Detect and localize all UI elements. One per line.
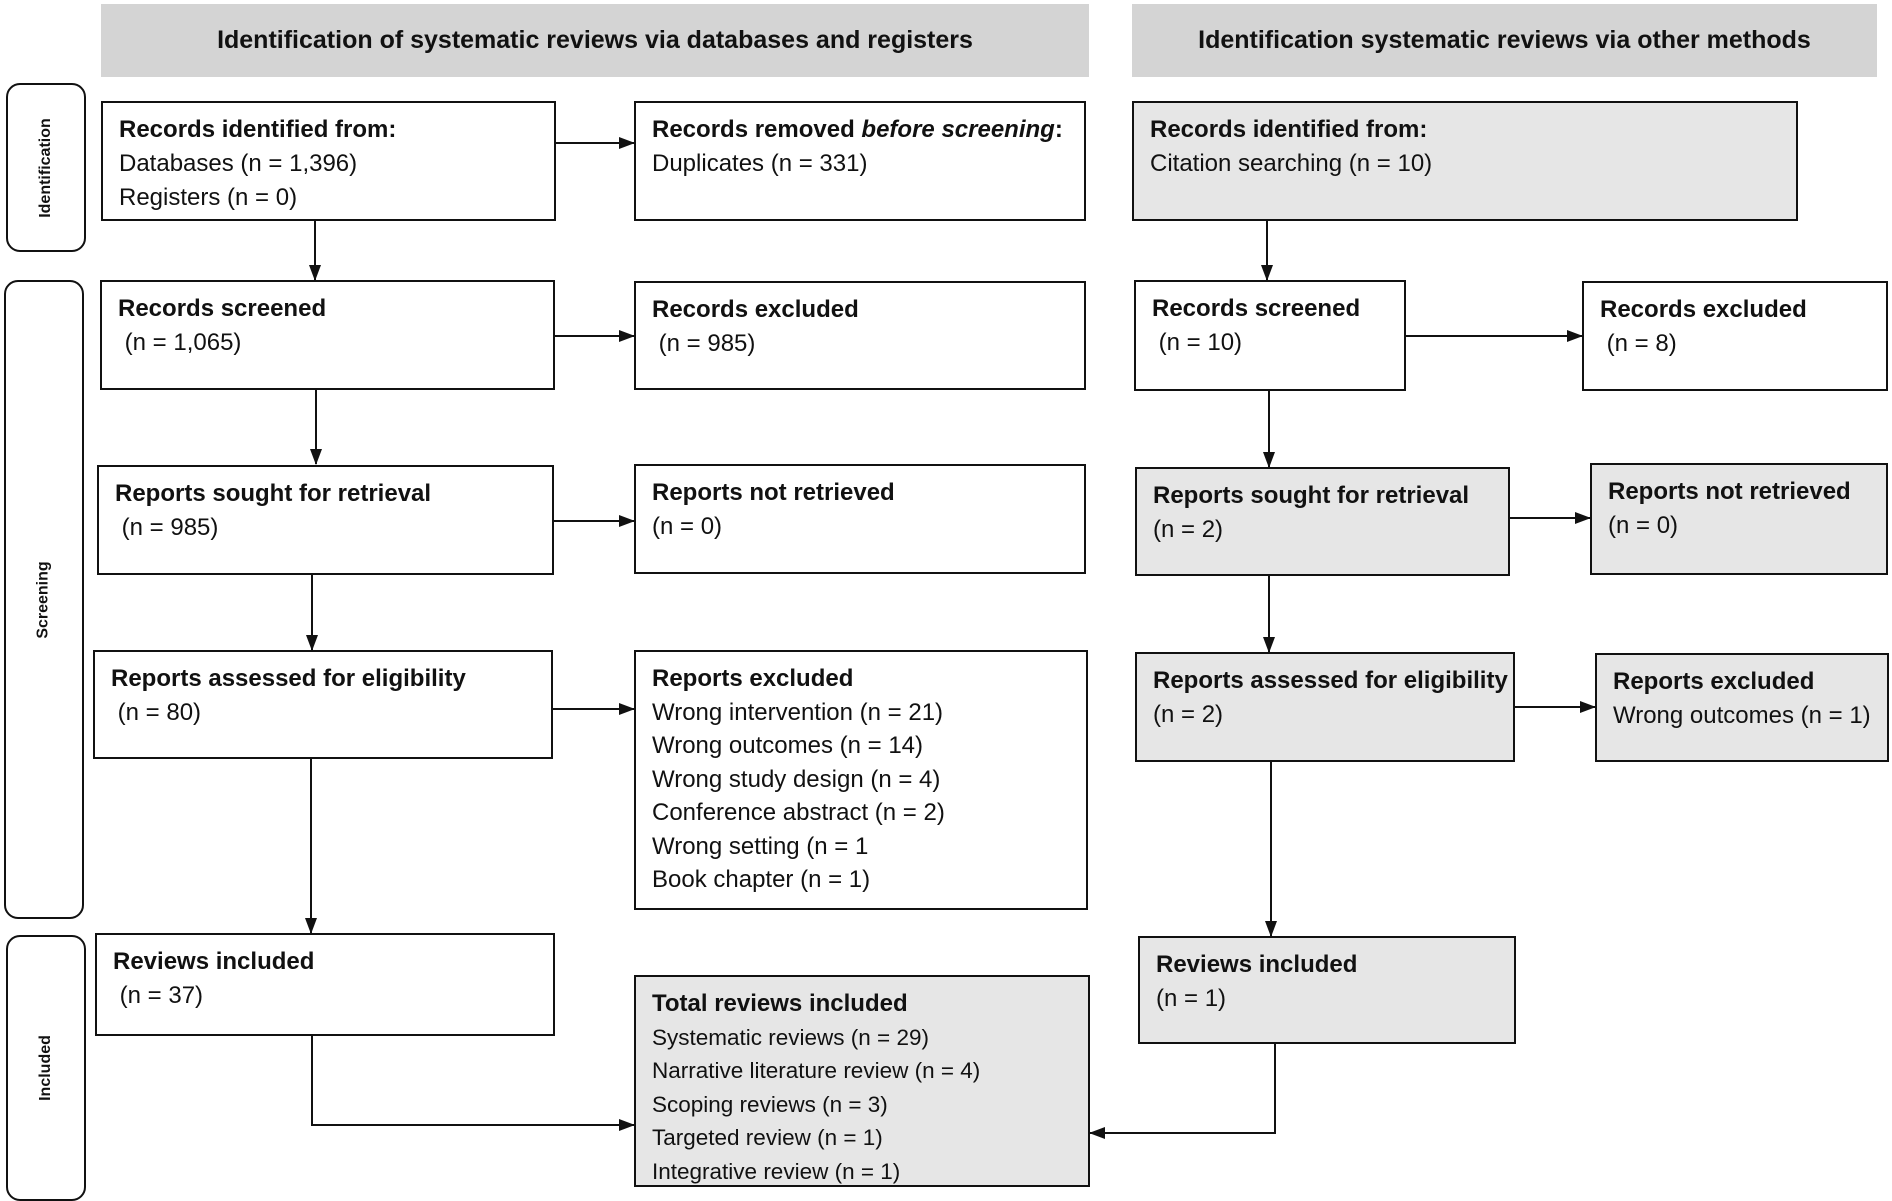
stage-identification: Identification	[6, 83, 86, 252]
left-reports-sought-title: Reports sought for retrieval	[115, 480, 432, 507]
right-records-excluded-line: (n = 8)	[1600, 330, 1677, 357]
total-reviews-included-box: Total reviews included Systematic review…	[634, 975, 1090, 1187]
right-reviews-included-line: (n = 1)	[1156, 985, 1227, 1012]
right-records-identified-box: Records identified from: Citation search…	[1132, 101, 1798, 221]
right-reports-not-retrieved-title: Reports not retrieved	[1608, 478, 1851, 505]
left-records-removed-title: Records removed before screening:	[652, 113, 1068, 147]
left-reports-excluded-title: Reports excluded	[652, 665, 854, 692]
left-reports-excluded-line: Wrong setting (n = 1	[652, 832, 869, 860]
right-reviews-included-box: Reviews included (n = 1)	[1138, 936, 1516, 1044]
total-reviews-included-title: Total reviews included	[652, 990, 908, 1017]
left-reports-excluded-line: Book chapter (n = 1)	[652, 866, 871, 893]
left-records-removed-box: Records removed before screening: Duplic…	[634, 101, 1086, 221]
right-records-screened-line: (n = 10)	[1152, 329, 1243, 356]
left-records-identified-line: Registers (n = 0)	[119, 184, 298, 211]
left-reports-excluded-line: Conference abstract (n = 2)	[652, 799, 945, 826]
arrow-right-included-to-total	[1089, 1043, 1276, 1139]
left-records-removed-title-pre: Records removed	[652, 116, 862, 143]
right-records-screened-box: Records screened (n = 10)	[1134, 280, 1406, 391]
left-reports-not-retrieved-box: Reports not retrieved (n = 0)	[634, 464, 1086, 574]
left-reports-not-retrieved-title: Reports not retrieved	[652, 479, 895, 506]
left-records-identified-line: Databases (n = 1,396)	[119, 150, 358, 177]
left-reports-excluded-line: Wrong outcomes (n = 14)	[652, 732, 924, 759]
left-records-removed-title-em: before screening	[861, 116, 1055, 143]
right-reports-not-retrieved-box: Reports not retrieved (n = 0)	[1590, 463, 1888, 575]
left-records-excluded-title: Records excluded	[652, 296, 859, 323]
left-records-screened-title: Records screened	[118, 295, 327, 322]
total-reviews-included-line: Targeted review (n = 1)	[652, 1125, 883, 1150]
arrow-left-included-to-total	[311, 1035, 635, 1131]
right-column-header: Identification systematic reviews via ot…	[1132, 4, 1877, 77]
left-reports-excluded-box: Reports excluded Wrong intervention (n =…	[634, 650, 1088, 910]
total-reviews-included-line: Narrative literature review (n = 4)	[652, 1058, 981, 1083]
right-reports-not-retrieved-line: (n = 0)	[1608, 512, 1679, 539]
right-records-excluded-title: Records excluded	[1600, 296, 1807, 323]
left-records-identified-title: Records identified from:	[119, 116, 397, 143]
right-records-screened-title: Records screened	[1152, 295, 1361, 322]
left-reviews-included-title: Reviews included	[113, 948, 315, 975]
right-reports-assessed-box: Reports assessed for eligibility (n = 2)	[1135, 652, 1515, 762]
left-records-screened-line: (n = 1,065)	[118, 329, 242, 356]
right-records-excluded-box: Records excluded (n = 8)	[1582, 281, 1888, 391]
left-column-header: Identification of systematic reviews via…	[101, 4, 1089, 77]
right-reports-assessed-line: (n = 2)	[1153, 701, 1224, 728]
left-records-removed-title-post: :	[1054, 116, 1063, 143]
right-reports-sought-box: Reports sought for retrieval (n = 2)	[1135, 467, 1510, 576]
left-reports-assessed-line: (n = 80)	[111, 699, 202, 726]
left-reports-assessed-box: Reports assessed for eligibility (n = 80…	[93, 650, 553, 759]
stage-screening: Screening	[4, 280, 84, 919]
total-reviews-included-line: Systematic reviews (n = 29)	[652, 1024, 929, 1050]
right-reports-sought-line: (n = 2)	[1153, 516, 1224, 543]
left-reports-assessed-title: Reports assessed for eligibility	[111, 665, 466, 692]
left-records-identified-box: Records identified from: Databases (n = …	[101, 101, 556, 221]
left-reports-excluded-line: Wrong study design (n = 4)	[652, 765, 941, 793]
right-records-identified-title: Records identified from:	[1150, 116, 1428, 143]
left-records-screened-box: Records screened (n = 1,065)	[100, 280, 555, 390]
left-column-header-text: Identification of systematic reviews via…	[217, 26, 973, 54]
total-reviews-included-line: Integrative review (n = 1)	[652, 1158, 901, 1184]
left-reports-excluded-line: Wrong intervention (n = 21)	[652, 698, 944, 726]
left-records-excluded-box: Records excluded (n = 985)	[634, 281, 1086, 390]
left-records-excluded-line: (n = 985)	[652, 330, 756, 357]
right-reviews-included-title: Reviews included	[1156, 951, 1358, 978]
right-column-header-text: Identification systematic reviews via ot…	[1198, 26, 1811, 54]
right-reports-excluded-box: Reports excluded Wrong outcomes (n = 1)	[1595, 653, 1889, 762]
total-reviews-included-line: Scoping reviews (n = 3)	[652, 1091, 888, 1117]
left-reviews-included-line: (n = 37)	[113, 982, 204, 1009]
right-reports-assessed-title: Reports assessed for eligibility	[1153, 667, 1508, 694]
right-reports-excluded-title: Reports excluded	[1613, 668, 1815, 695]
left-reports-sought-box: Reports sought for retrieval (n = 985)	[97, 465, 554, 575]
right-reports-excluded-line: Wrong outcomes (n = 1)	[1613, 702, 1871, 729]
left-records-removed-line: Duplicates (n = 331)	[652, 150, 868, 177]
right-reports-sought-title: Reports sought for retrieval	[1153, 482, 1470, 509]
right-records-identified-line: Citation searching (n = 10)	[1150, 150, 1433, 177]
left-reports-sought-line: (n = 985)	[115, 514, 219, 541]
left-reports-not-retrieved-line: (n = 0)	[652, 513, 723, 540]
left-reviews-included-box: Reviews included (n = 37)	[95, 933, 555, 1036]
